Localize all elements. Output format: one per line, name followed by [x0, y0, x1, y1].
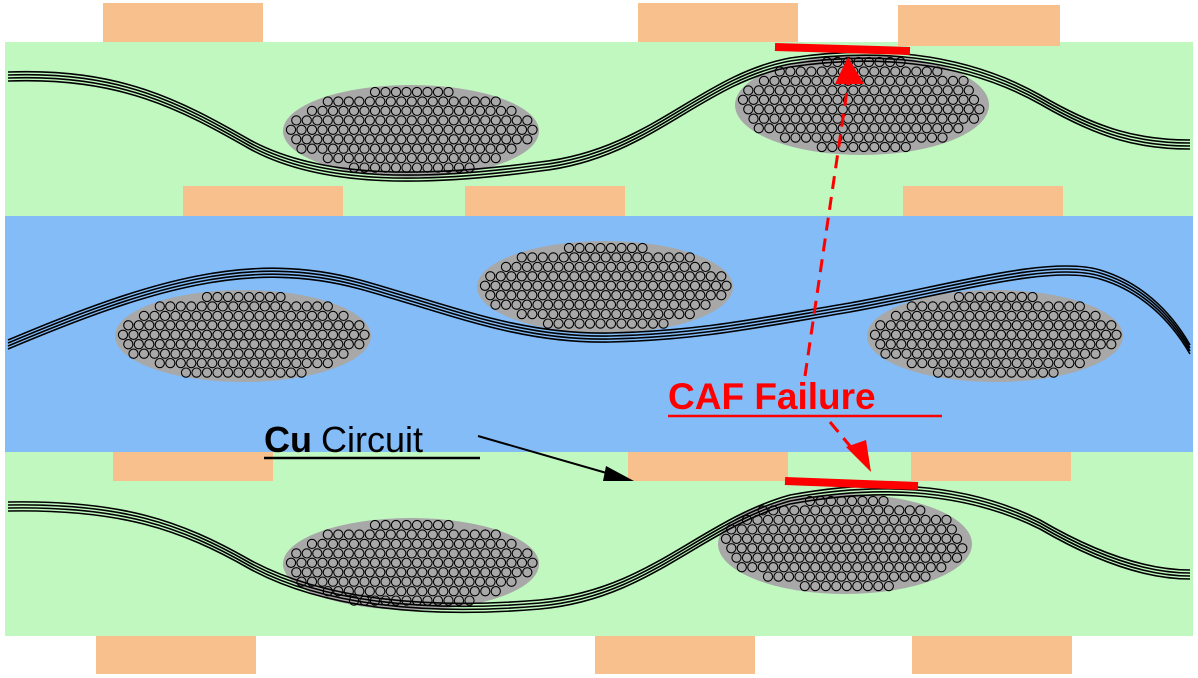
- copper-pad: [638, 3, 798, 42]
- copper-pad: [912, 636, 1072, 674]
- fiber-bundle: [477, 241, 733, 333]
- caf-path-upper-arrow: [803, 83, 850, 377]
- copper-pad: [628, 452, 788, 481]
- glass-yarn: [7, 51, 1191, 182]
- copper-pad: [911, 452, 1071, 481]
- copper-pad: [113, 452, 273, 481]
- caf-failure-label: CAF Failure: [668, 376, 876, 417]
- glass-weave-yarns: [7, 51, 1191, 614]
- cu-symbol-label: Cu: [264, 419, 312, 460]
- glass-yarn: [7, 265, 1191, 355]
- circuit-word-label: Circuit: [321, 419, 423, 460]
- caf-failure-top-bar: [774, 43, 911, 55]
- bottom-prepreg-layer: [5, 452, 1193, 636]
- copper-pads: [96, 3, 1072, 674]
- caf-path-lower-arrowhead: [846, 440, 871, 472]
- fiber-bundle: [867, 290, 1123, 382]
- cu-circuit-pointer-arrowhead: [603, 466, 634, 481]
- fiber-bundle: [283, 518, 539, 610]
- copper-pad: [103, 3, 263, 42]
- fiber-bundle: [718, 494, 972, 594]
- copper-pad: [183, 186, 343, 216]
- caf-failure-bottom-bar: [784, 477, 919, 490]
- cu-circuit-pointer-line: [477, 435, 611, 475]
- glass-yarn: [7, 485, 1191, 614]
- copper-pad: [595, 636, 755, 674]
- fiber-bundle: [115, 290, 371, 382]
- copper-pad: [898, 5, 1060, 46]
- caf-path-upper-arrowhead: [835, 57, 864, 84]
- copper-pad: [96, 636, 256, 674]
- copper-pad: [465, 186, 625, 216]
- fiber-bundle: [283, 85, 539, 177]
- copper-pad: [903, 186, 1063, 216]
